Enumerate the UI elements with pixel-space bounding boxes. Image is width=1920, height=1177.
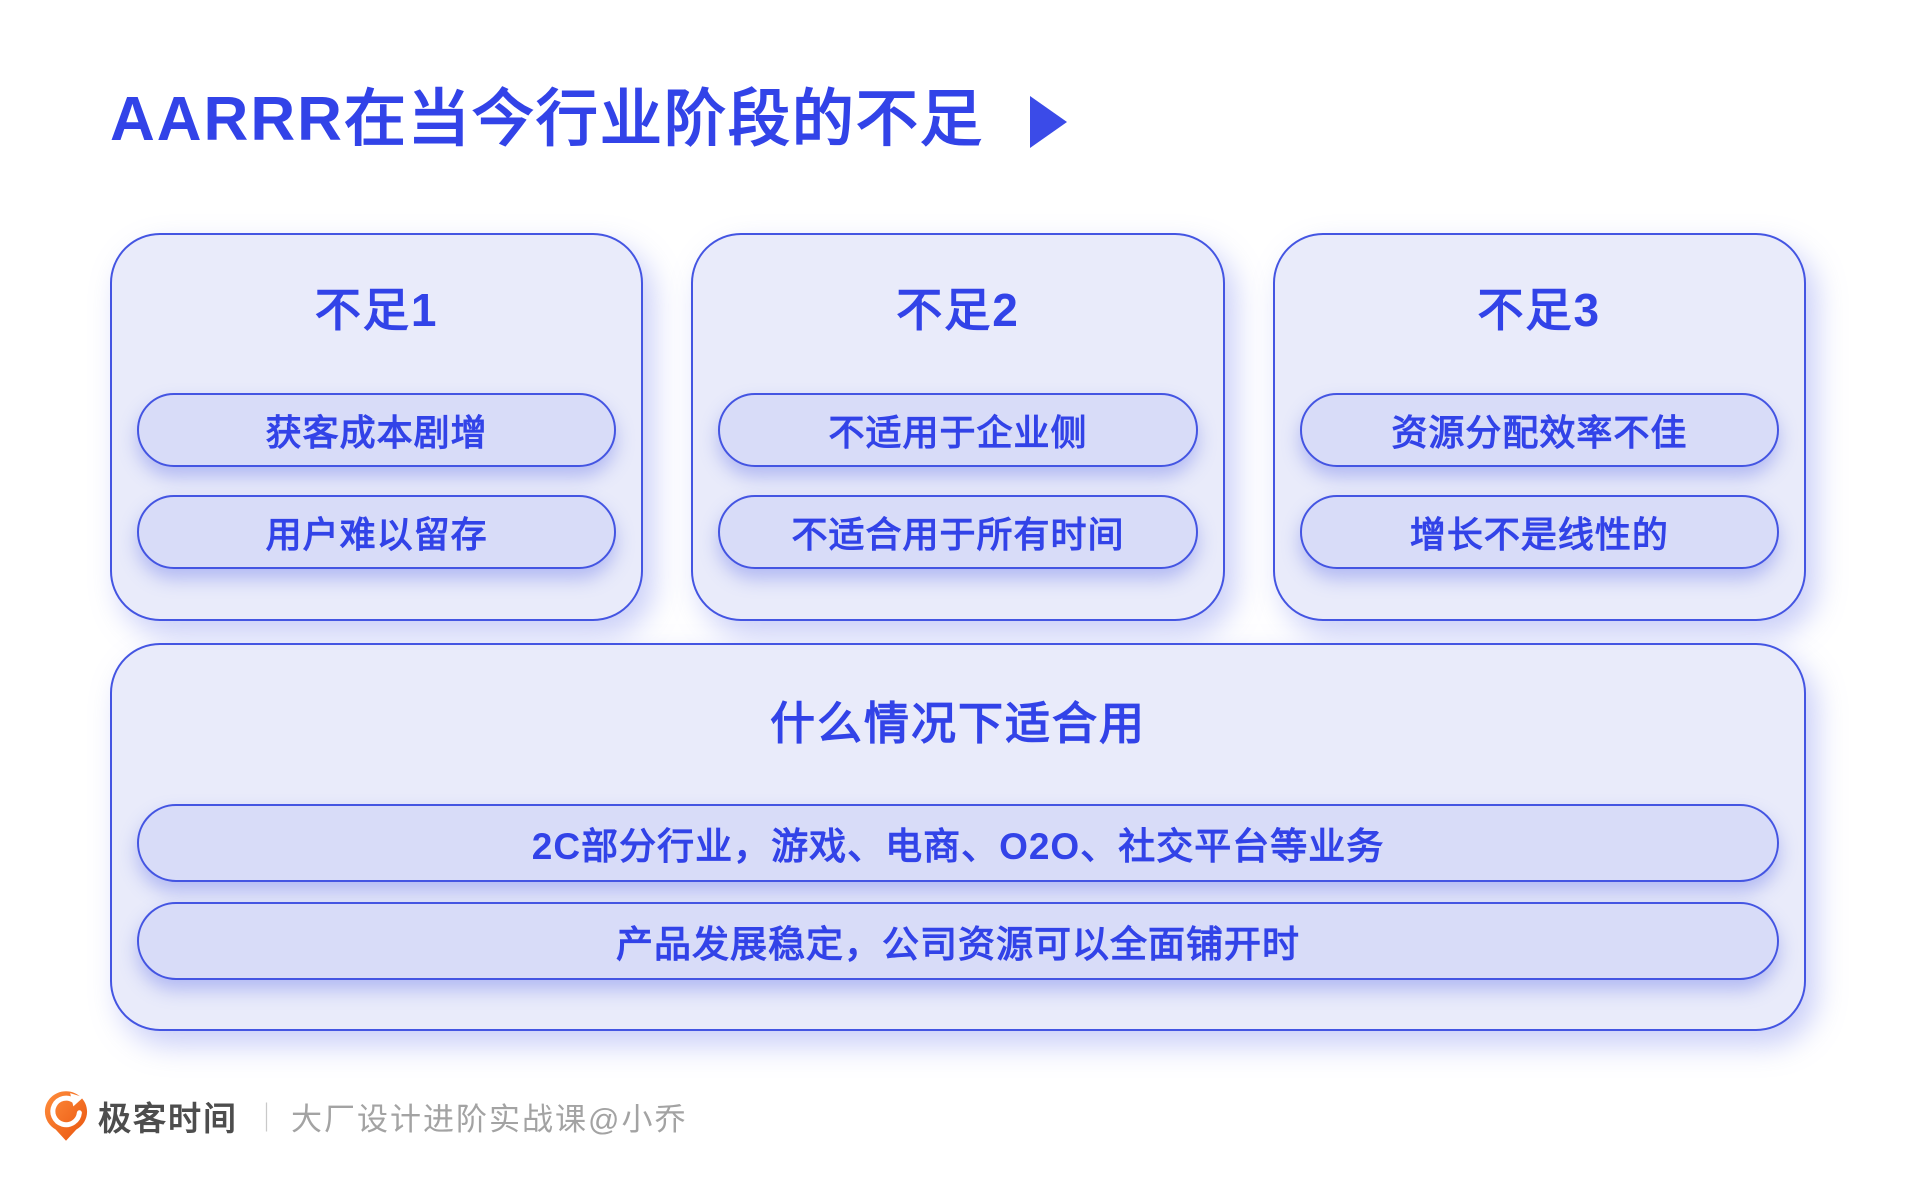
pill-item: 增长不是线性的 [1299, 495, 1779, 569]
pill-stack: 资源分配效率不佳 增长不是线性的 [1275, 393, 1804, 569]
pill-stack: 不适用于企业侧 不适合用于所有时间 [693, 393, 1222, 569]
pill-item: 产品发展稳定，公司资源可以全面铺开时 [137, 902, 1779, 980]
play-triangle-icon [1029, 95, 1067, 148]
card-heading: 什么情况下适合用 [769, 698, 1146, 749]
pill-item: 资源分配效率不佳 [1299, 393, 1779, 467]
geektime-logo-icon [44, 1091, 88, 1141]
pill-item: 用户难以留存 [137, 495, 617, 569]
card-shortcoming-3: 不足3 资源分配效率不佳 增长不是线性的 [1272, 233, 1806, 621]
course-name: 大厂设计进阶实战课@小乔 [291, 1101, 688, 1137]
pill-item: 获客成本剧增 [137, 393, 617, 467]
pill-stack: 2C部分行业，游戏、电商、O2O、社交平台等业务 产品发展稳定，公司资源可以全面… [112, 804, 1804, 980]
card-shortcoming-2: 不足2 不适用于企业侧 不适合用于所有时间 [691, 233, 1225, 621]
footer-separator: ｜ [252, 1103, 282, 1135]
card-heading: 不足1 [314, 284, 439, 336]
pill-item: 不适用于企业侧 [718, 393, 1198, 467]
pill-item: 2C部分行业，游戏、电商、O2O、社交平台等业务 [137, 804, 1779, 882]
brand-name: 极客时间 [98, 1100, 238, 1137]
card-when-to-use: 什么情况下适合用 2C部分行业，游戏、电商、O2O、社交平台等业务 产品发展稳定… [110, 643, 1806, 1031]
footer: 极客时间 ｜ 大厂设计进阶实战课@小乔 [44, 1090, 687, 1142]
pill-item: 不适合用于所有时间 [718, 495, 1198, 569]
title-row: AARRR在当今行业阶段的不足 [110, 84, 1067, 155]
shortcoming-cards-row: 不足1 获客成本剧增 用户难以留存 不足2 不适用于企业侧 不适合用于所有时间 … [110, 233, 1806, 621]
card-shortcoming-1: 不足1 获客成本剧增 用户难以留存 [110, 233, 644, 621]
card-heading: 不足2 [896, 284, 1020, 336]
page-title: AARRR在当今行业阶段的不足 [110, 85, 984, 154]
pill-stack: 获客成本剧增 用户难以留存 [112, 393, 641, 569]
card-heading: 不足3 [1477, 284, 1602, 336]
